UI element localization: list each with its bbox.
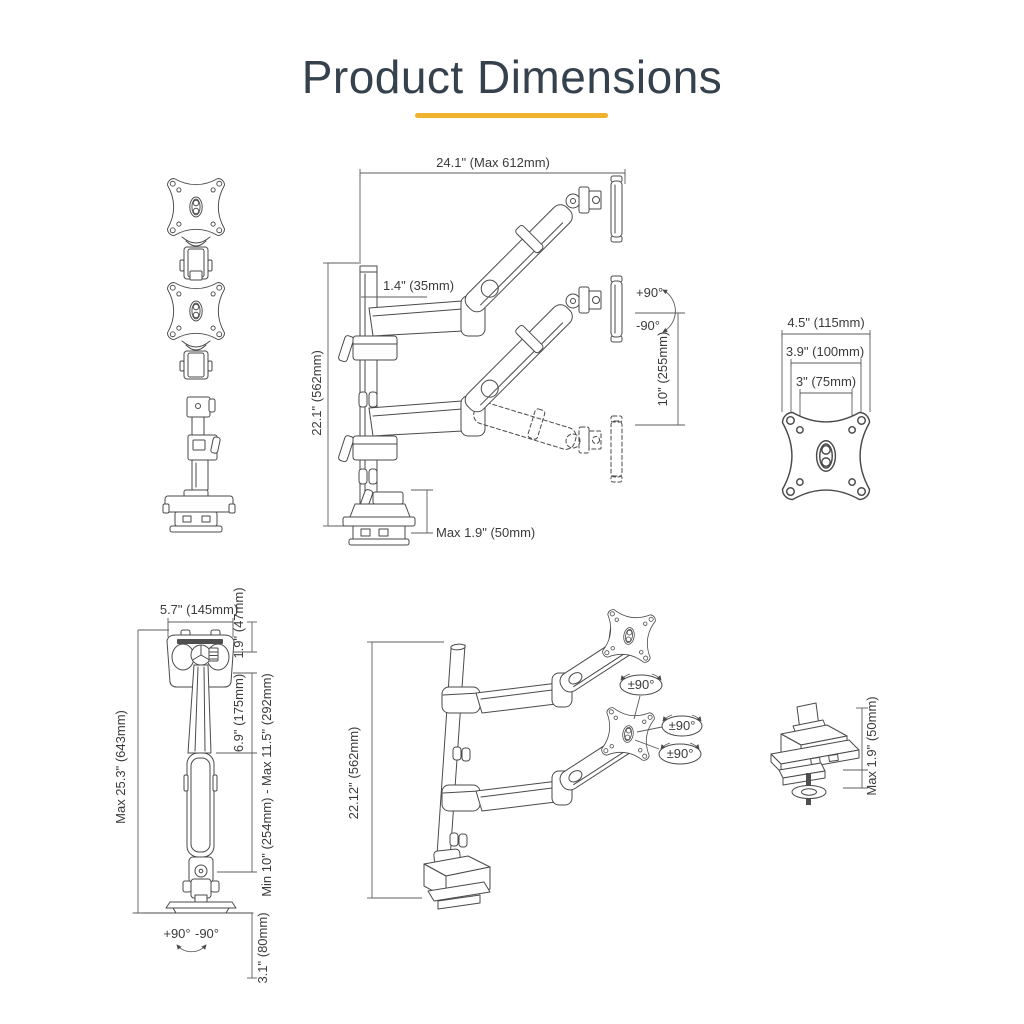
svg-text:±90°: ±90° bbox=[667, 746, 694, 761]
dim-label-swivel-neg: -90° bbox=[195, 926, 219, 941]
dim-label-max-height: Max 25.3" (643mm) bbox=[113, 710, 128, 824]
gas-spring-arm bbox=[454, 193, 576, 315]
vesa-plate-top bbox=[167, 178, 225, 236]
dim-label-tilt-down: -90° bbox=[636, 318, 660, 333]
vesa-plate-bottom bbox=[600, 706, 656, 762]
dim-label-swivel-pos: +90° bbox=[163, 926, 190, 941]
svg-text:±90°: ±90° bbox=[628, 677, 655, 692]
page-title: Product Dimensions bbox=[301, 51, 723, 103]
dim-label-plate-width: 4.5" (115mm) bbox=[787, 315, 864, 330]
grommet-washer bbox=[792, 786, 826, 799]
dim-label-base-depth: 3.1" (80mm) bbox=[255, 912, 270, 983]
title-accent-underline bbox=[415, 113, 608, 118]
vesa-head-ghost bbox=[566, 416, 622, 482]
dim-label-pole-offset: 1.4" (35mm) bbox=[383, 278, 454, 293]
side-view-diagram: 24.1" (Max 612mm) 22.1" (562mm) 1.4" (35… bbox=[309, 155, 715, 560]
swivel-rotation-arrow-icon bbox=[176, 944, 207, 952]
swivel-base bbox=[166, 902, 236, 908]
rotation-badge-top: ±90° bbox=[620, 674, 662, 695]
perspective-view-diagram: 22.12" (562mm) ±90° ±90° bbox=[346, 608, 710, 925]
dim-label-vesa75: 3" (75mm) bbox=[796, 374, 856, 389]
vesa-plate-diagram: 4.5" (115mm) 3.9" (100mm) 3" (75mm) bbox=[760, 315, 950, 501]
dim-label-tilt-up: +90° bbox=[636, 285, 663, 300]
dim-label-vertical-range: 10" (255mm) bbox=[655, 332, 670, 407]
dim-label-pole-height: 22.12" (562mm) bbox=[346, 727, 361, 820]
rotation-badge-mid: ±90° bbox=[662, 715, 702, 736]
front-view-diagram bbox=[120, 178, 320, 545]
vesa-plate-bottom bbox=[167, 282, 225, 340]
desk-clamp-base bbox=[350, 504, 410, 517]
dim-label-head-width: 5.7" (145mm) bbox=[160, 602, 238, 617]
vesa-plate-top bbox=[601, 608, 657, 664]
dim-label-arm-range: Min 10" (254mm) - Max 11.5" (292mm) bbox=[259, 673, 274, 897]
dim-label-upper-arm: 6.9" (175mm) bbox=[231, 674, 246, 752]
dim-label-head-depth: 1.9" (47mm) bbox=[231, 587, 246, 658]
vesa-plate-face bbox=[781, 411, 871, 501]
base-plate bbox=[165, 496, 233, 512]
dim-label-vesa100: 3.9" (100mm) bbox=[786, 344, 864, 359]
desk-clamp-diagram: Max 1.9" (50mm) bbox=[755, 696, 879, 805]
dim-label-desk-thickness: Max 1.9" (50mm) bbox=[864, 696, 879, 795]
dim-label-pole-height: 22.1" (562mm) bbox=[309, 350, 324, 436]
pole-collar bbox=[353, 336, 397, 360]
dim-label-max-width: 24.1" (Max 612mm) bbox=[436, 155, 550, 170]
tilt-rotation-arrow-icon bbox=[662, 290, 675, 332]
rotation-badge-bottom: ±90° bbox=[659, 743, 701, 764]
arm-front-view-diagram: 5.7" (145mm) 1.9" (47mm) 6.9" (175mm) Mi… bbox=[113, 587, 274, 983]
vesa-head-side bbox=[566, 176, 622, 242]
svg-text:±90°: ±90° bbox=[669, 718, 696, 733]
dim-label-base-clearance: Max 1.9" (50mm) bbox=[436, 525, 535, 540]
